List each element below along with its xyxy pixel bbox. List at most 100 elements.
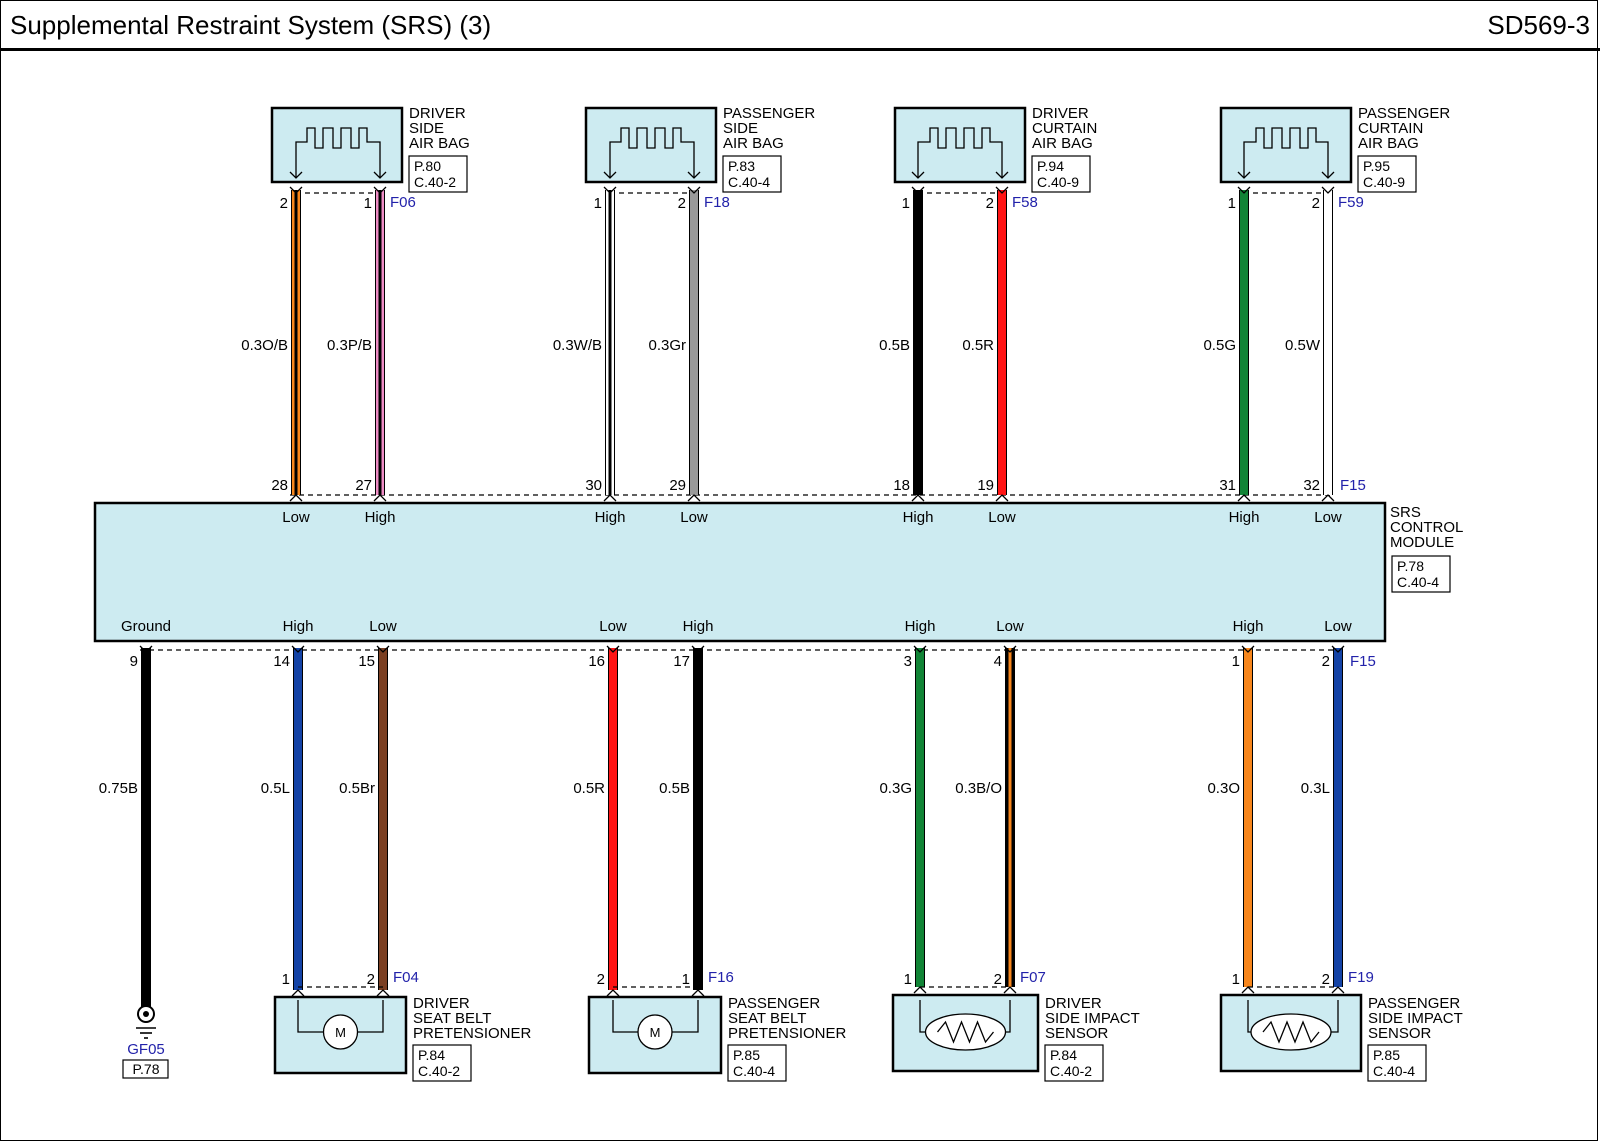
ref-box-frame — [1031, 155, 1091, 193]
wire-fill — [690, 190, 698, 495]
top-wire — [1239, 190, 1249, 495]
sensor-lead — [1005, 1000, 1011, 1033]
pin-chevron — [606, 989, 620, 997]
ref-box-text: P.83 — [728, 158, 755, 174]
ref-box-frame — [408, 155, 468, 193]
module-pin-signal: High — [683, 618, 714, 635]
top-component-name: CURTAIN — [1032, 120, 1097, 137]
motor-lead — [357, 1000, 384, 1033]
squib-arrow-icon — [289, 171, 303, 179]
pin-chevron — [373, 186, 387, 194]
connector-id: F06 — [390, 194, 416, 211]
connector-id: F59 — [1338, 194, 1364, 211]
top-component-name: AIR BAG — [1032, 135, 1093, 152]
wire-spec-label: 0.5G — [1203, 337, 1236, 354]
bottom-component-name: DRIVER — [413, 995, 470, 1012]
pin-chevron — [913, 645, 927, 653]
top-wire — [1323, 190, 1333, 495]
module-pin-signal: Low — [996, 618, 1024, 635]
component-pin-number: 1 — [682, 971, 690, 988]
wire-stripe — [1008, 648, 1012, 987]
ref-box-text: C.40-4 — [1373, 1063, 1415, 1079]
ref-box-text: C.40-9 — [1363, 174, 1405, 190]
ref-box-frame — [722, 155, 782, 193]
ground-ref-box — [122, 1059, 169, 1079]
airbag-squib-icon — [295, 127, 381, 178]
module-pin-number: 16 — [588, 653, 605, 670]
connector-id: F07 — [1020, 969, 1046, 986]
module-pin-signal: High — [283, 618, 314, 635]
pin-chevron — [913, 986, 927, 994]
pin-chevron — [603, 186, 617, 194]
wire-fill — [609, 648, 617, 990]
wire-fill — [294, 648, 302, 990]
component-pin-number: 2 — [367, 971, 375, 988]
wire-spec-label: 0.3O — [1207, 780, 1240, 797]
module-pin-number: 2 — [1322, 653, 1330, 670]
pin-chevron — [1003, 986, 1017, 994]
pin-chevron — [1321, 186, 1335, 194]
module-pin-number: 4 — [994, 653, 1002, 670]
ref-box-text: P.85 — [1373, 1047, 1400, 1063]
wire-fill — [1240, 190, 1248, 495]
connector-id: F04 — [393, 969, 419, 986]
wire-spec-label: 0.3P/B — [327, 337, 372, 354]
ground-ref-text: P.78 — [133, 1061, 160, 1077]
wire-spec-label: 0.3L — [1301, 780, 1330, 797]
pin-chevron — [289, 186, 303, 194]
pin-chevron — [1331, 645, 1345, 653]
module-pin-number: 17 — [673, 653, 690, 670]
bottom-wire — [693, 648, 703, 990]
motor-lead — [612, 1000, 638, 1033]
motor-icon — [637, 1014, 673, 1050]
connector-id: F15 — [1350, 653, 1376, 670]
top-component-ref-box — [408, 155, 468, 193]
srs-control-module-box — [93, 501, 1387, 643]
ref-box-text: P.80 — [414, 158, 441, 174]
ref-box-text: P.84 — [418, 1047, 445, 1063]
top-component-name: AIR BAG — [723, 135, 784, 152]
top-component-box — [1219, 106, 1353, 184]
bottom-wire — [1005, 648, 1015, 987]
module-pin-signal: Low — [369, 618, 397, 635]
ref-box-frame — [412, 1044, 472, 1082]
module-pin-signal: Low — [599, 618, 627, 635]
airbag-squib-icon — [917, 127, 1003, 178]
component-pin-number: 2 — [986, 195, 994, 212]
pin-chevron — [1241, 645, 1255, 653]
bottom-component-name: SENSOR — [1368, 1025, 1432, 1042]
top-component-name: AIR BAG — [409, 135, 470, 152]
ref-box-text: C.40-4 — [733, 1063, 775, 1079]
module-name: SRS — [1390, 504, 1421, 521]
ref-box-frame — [1391, 555, 1451, 593]
wire-spec-label: 0.5R — [573, 780, 605, 797]
bottom-component-name: PASSENGER — [1368, 995, 1460, 1012]
component-pin-number: 1 — [594, 195, 602, 212]
module-pin-signal: High — [905, 618, 936, 635]
wire-spec-label: 0.5L — [261, 780, 290, 797]
pin-chevron — [139, 645, 153, 653]
component-pin-number: 1 — [1228, 195, 1236, 212]
ground-id: GF05 — [127, 1041, 165, 1058]
motor-lead — [297, 1000, 324, 1033]
bottom-wire — [378, 648, 388, 990]
module-ref-box — [1391, 555, 1451, 593]
ref-box-frame — [727, 1044, 787, 1082]
ref-box-text: P.84 — [1050, 1047, 1077, 1063]
connector-id: F15 — [1340, 477, 1366, 494]
pin-chevron — [291, 989, 305, 997]
page-code: SD569-3 — [1487, 10, 1590, 40]
pin-chevron — [603, 494, 617, 502]
squib-arrow-icon — [1321, 171, 1335, 179]
module-pin-signal: Low — [282, 509, 310, 526]
component-pin-number: 2 — [678, 195, 686, 212]
wire-fill — [916, 648, 924, 987]
wire-spec-label: 0.3Gr — [648, 337, 686, 354]
pin-chevron — [289, 494, 303, 502]
pin-chevron — [995, 186, 1009, 194]
top-component-name: PASSENGER — [723, 105, 815, 122]
ref-box-frame — [1044, 1044, 1104, 1082]
bottom-component-ref-box — [412, 1044, 472, 1082]
